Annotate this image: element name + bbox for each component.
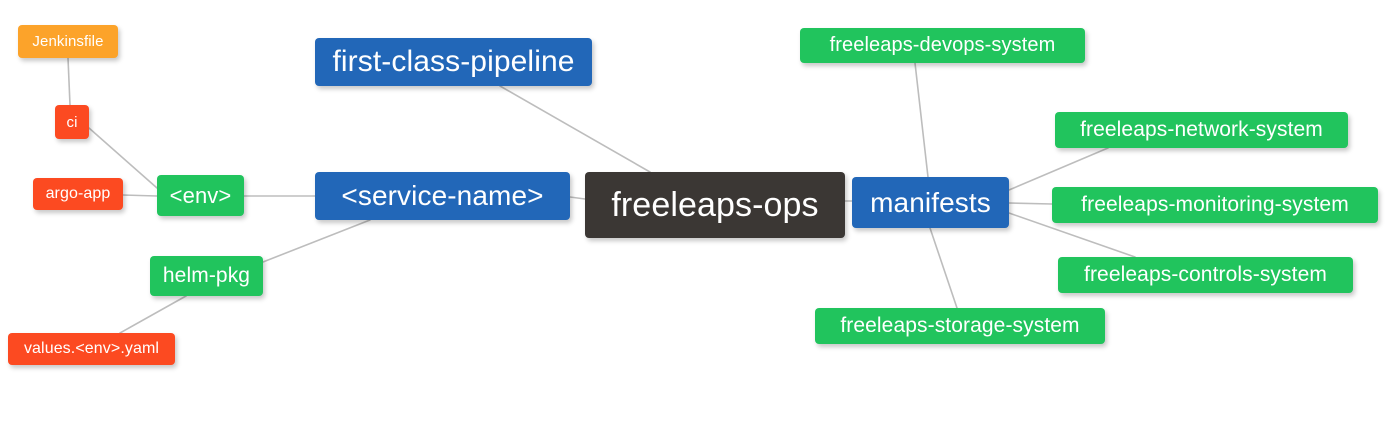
node-freeleaps-storage-system[interactable]: freeleaps-storage-system xyxy=(815,308,1105,344)
edge-manifests-to-freeleaps-devops-system xyxy=(914,62,929,178)
edge-values-yaml-to-helm-pkg xyxy=(119,295,187,334)
node-argo-app[interactable]: argo-app xyxy=(33,178,123,210)
node-manifests[interactable]: manifests xyxy=(852,177,1009,228)
node-ci[interactable]: ci xyxy=(55,105,89,139)
node-env[interactable]: <env> xyxy=(157,175,244,216)
node-first-class-pipeline[interactable]: first-class-pipeline xyxy=(315,38,592,86)
edge-helm-pkg-to-service-name xyxy=(262,219,371,263)
node-values-yaml[interactable]: values.<env>.yaml xyxy=(8,333,175,365)
edge-first-class-pipeline-to-freeleaps-ops xyxy=(499,85,651,173)
node-freeleaps-controls-system[interactable]: freeleaps-controls-system xyxy=(1058,257,1353,293)
node-freeleaps-network-system[interactable]: freeleaps-network-system xyxy=(1055,112,1348,148)
edge-argo-app-to-env xyxy=(122,194,158,197)
edge-jenkinsfile-to-ci xyxy=(67,57,71,106)
edge-manifests-to-freeleaps-monitoring-system xyxy=(1008,202,1053,205)
edge-manifests-to-freeleaps-controls-system xyxy=(1008,212,1136,258)
node-helm-pkg[interactable]: helm-pkg xyxy=(150,256,263,296)
edge-manifests-to-freeleaps-storage-system xyxy=(929,227,958,309)
edge-manifests-to-freeleaps-network-system xyxy=(1008,147,1109,191)
node-freeleaps-monitoring-system[interactable]: freeleaps-monitoring-system xyxy=(1052,187,1378,223)
edge-service-name-to-freeleaps-ops xyxy=(569,196,586,200)
node-freeleaps-devops-system[interactable]: freeleaps-devops-system xyxy=(800,28,1085,63)
node-jenkinsfile[interactable]: Jenkinsfile xyxy=(18,25,118,58)
node-service-name[interactable]: <service-name> xyxy=(315,172,570,220)
edge-ci-to-env xyxy=(88,127,158,189)
node-freeleaps-ops[interactable]: freeleaps-ops xyxy=(585,172,845,238)
